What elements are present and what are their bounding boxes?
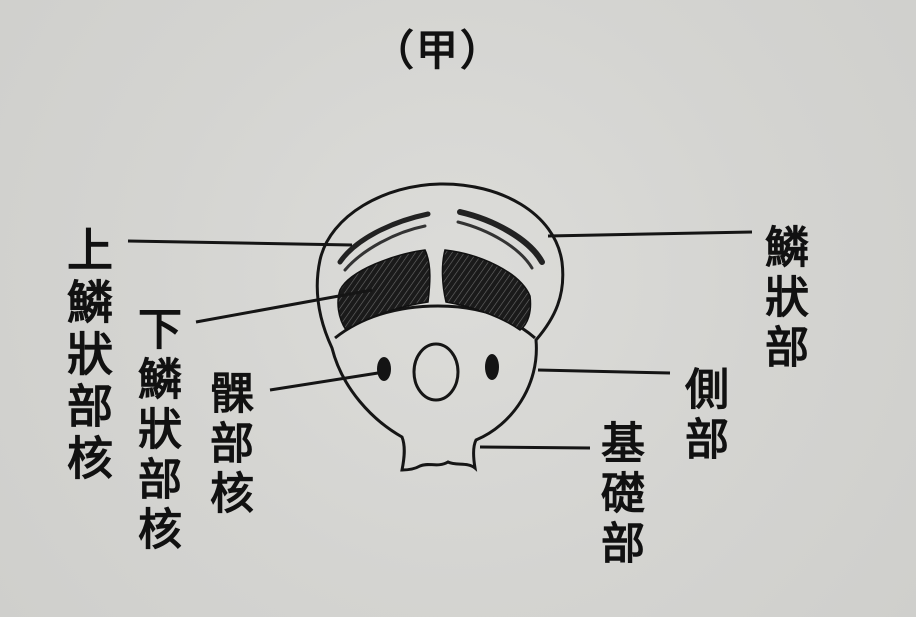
lateral-nucleus-right	[485, 354, 499, 380]
label-lower-squamous-nucleus: 下鱗狀部核	[130, 306, 181, 556]
figure-title: （甲）	[372, 26, 505, 75]
label-lateral-part: 側部	[677, 366, 728, 466]
leader-squamous-part	[547, 230, 753, 238]
upper-squamous-nucleus	[337, 209, 545, 272]
lateral-nucleus-left	[377, 357, 391, 381]
lower-squamous-nucleus	[337, 249, 532, 332]
leader-basal-part	[479, 445, 591, 450]
foramen-magnum	[412, 342, 460, 402]
label-squamous-part: 鱗狀部	[757, 224, 808, 374]
leader-temporal-nucleus	[269, 371, 379, 392]
leader-lower-squamous	[195, 288, 373, 324]
label-basal-part: 基礎部	[593, 420, 644, 570]
leader-upper-squamous	[127, 239, 353, 247]
leader-lateral-part	[537, 368, 671, 375]
bone-outline	[315, 182, 565, 472]
label-temporal-nucleus: 髁部核	[202, 370, 253, 520]
label-upper-squamous-nucleus: 上鱗狀部核	[60, 226, 114, 486]
